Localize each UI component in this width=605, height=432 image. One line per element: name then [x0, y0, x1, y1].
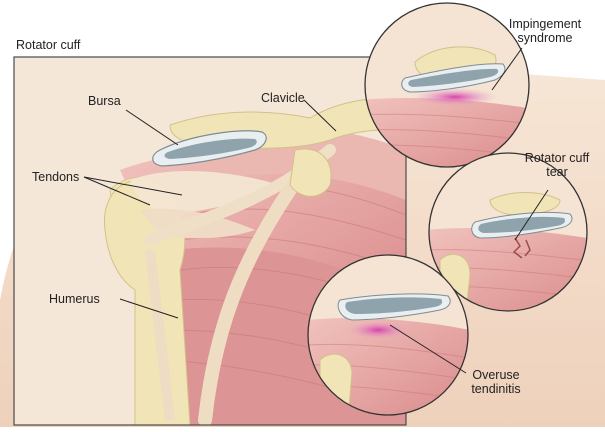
tear-label: Rotator cuff tear — [514, 151, 600, 179]
humerus-label: Humerus — [49, 292, 100, 306]
inset-impingement — [364, 2, 530, 168]
clavicle-label: Clavicle — [261, 91, 305, 105]
impingement-label-line1: Impingement — [508, 17, 582, 31]
tendons-label: Tendons — [32, 170, 80, 184]
leader-lines — [83, 47, 549, 374]
tendinitis-label-line2: tendinitis — [471, 382, 521, 396]
tendinitis-label-line1: Overuse — [472, 368, 520, 382]
tear-label-line1: Rotator cuff — [524, 151, 590, 165]
figure-title: Rotator cuff — [16, 38, 81, 52]
tendinitis-label: Overuse tendinitis — [457, 368, 535, 396]
impingement-label-line2: syndrome — [517, 31, 573, 45]
tear-label-line2: tear — [546, 165, 568, 179]
main-panel-frame — [13, 56, 407, 426]
impingement-label: Impingement syndrome — [499, 17, 591, 45]
bursa-label: Bursa — [88, 94, 121, 108]
